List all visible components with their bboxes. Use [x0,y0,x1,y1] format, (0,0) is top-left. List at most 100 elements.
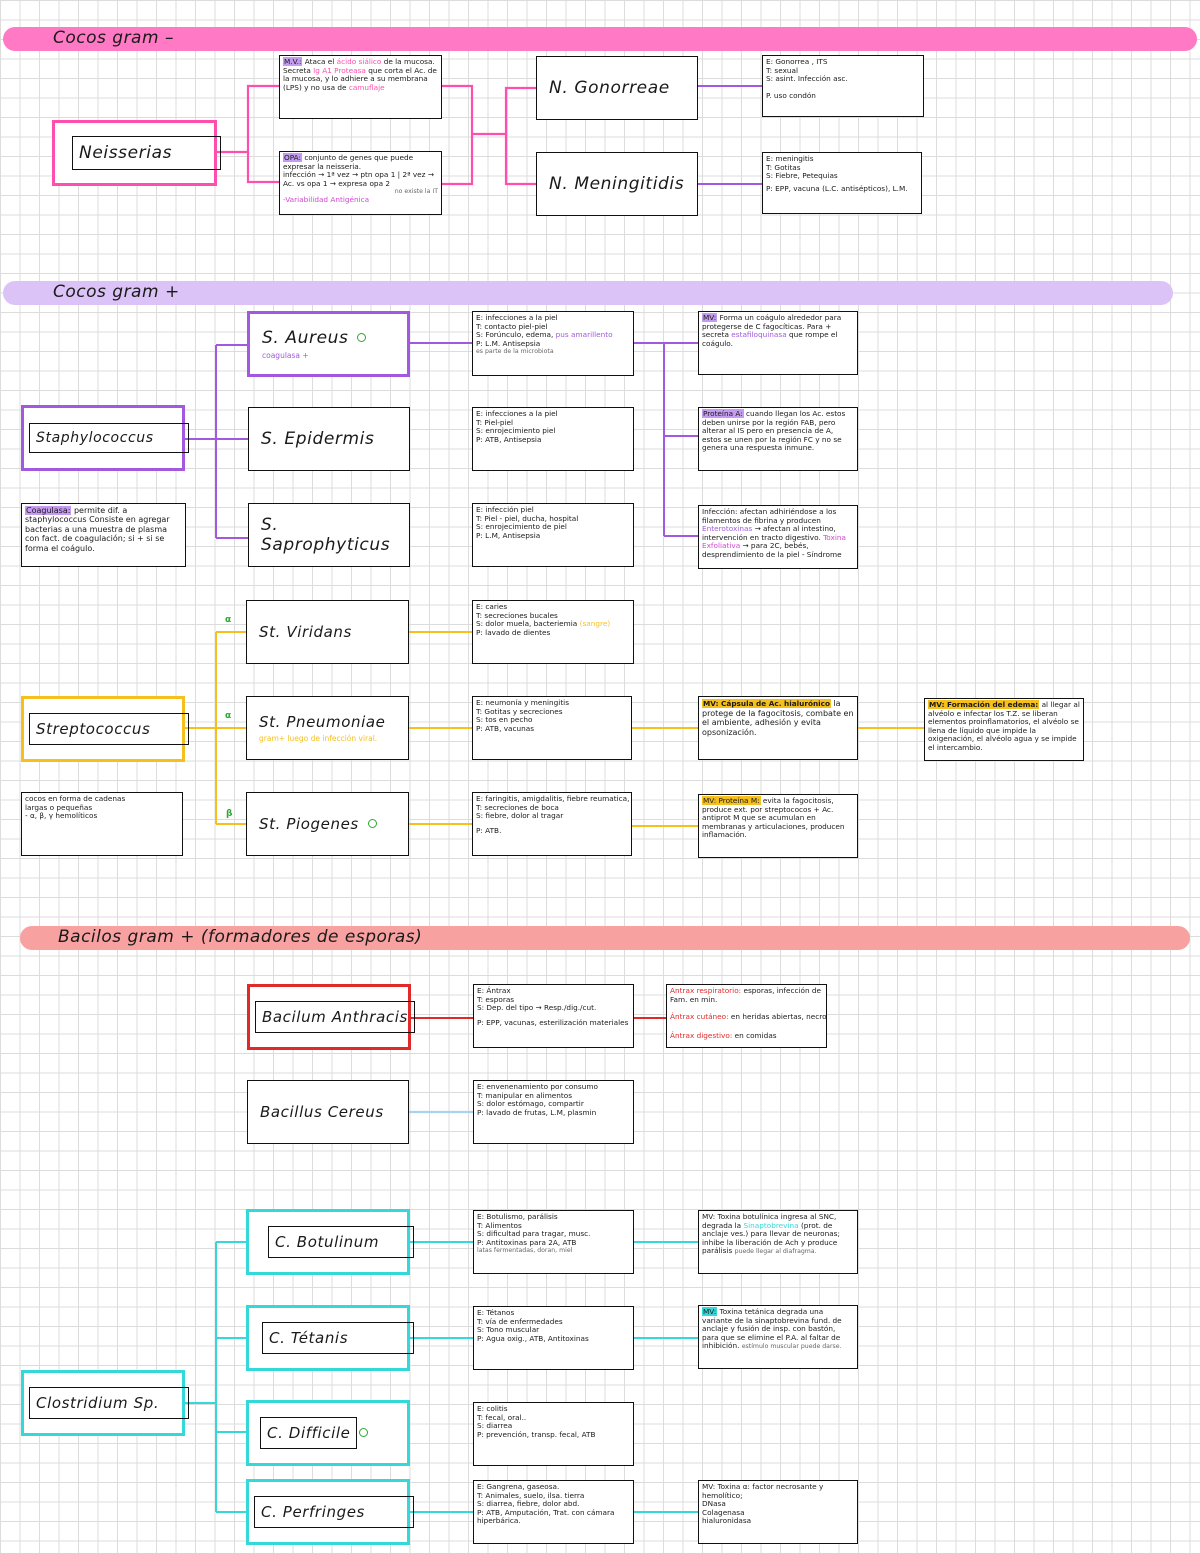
note-text: de la mucosa. Secreta [283,57,435,75]
note-line: T: Piel-piel [476,417,514,427]
note-mv-botulinum: MV: Toxina botulínica ingresa al SNC, de… [698,1210,858,1274]
node-botulinum: C. Botulinum [246,1209,414,1275]
note-text: Toxina botulínica ingresa al SNC, degrad… [702,1212,837,1230]
section-banner-bacilos: Bacilos gram + (formadores de esporas) [20,926,1190,950]
node-label: Streptococcus [29,713,189,745]
note-line: P: lavado de dientes [476,627,551,637]
gram-positive-mark-icon [367,819,377,828]
note-line: T: esporas [477,994,515,1004]
note-opa: OPA: conjunto de genes que puede expresa… [279,151,442,215]
note-line: E: infecciones a la piel [476,313,558,322]
node-label: St. Piogenes [259,815,359,833]
node-staphylococcus: Staphylococcus [21,405,189,471]
node-label: C. Botulinum [268,1226,414,1258]
note-line: E: Tétanos [477,1308,515,1317]
note-text: → para 2C, bebés, desprendimiento de la … [702,541,842,560]
note-line: DNasa [702,1499,726,1509]
note-line: latas fermentadas, doran, miel [477,1247,573,1255]
note-text: Toxina tetánica degrada una variante de … [702,1307,842,1351]
note-highlight: Enterotoxinas [702,524,753,534]
node-meningitidis: N. Meningitidis [536,152,698,216]
node-label: St. Viridans [259,623,352,641]
node-label: Neisserias [72,136,221,170]
note-highlight: Ig A1 Proteasa [313,65,366,75]
note-text: S: Forúnculo, edema, [476,330,554,340]
note-mv-neisseria: M.V.: Ataca el ácido siálico de la mucos… [279,55,442,119]
note-anthrax-types: Antrax respiratorio: esporas, infección … [666,984,827,1048]
link-trunk-gono [472,86,536,136]
section-title: Cocos gram + [53,282,180,302]
note-mv-perfringes: MV: Toxina α: factor necrosante y hemolí… [698,1480,858,1544]
note-text: Ataca el [304,57,335,66]
link-neisserias-opa [246,152,280,184]
note-prefix: MV: Formación del edema: [928,700,1040,709]
note-text: que corta el Ac. de la mucosa, y lo adhi… [283,65,437,92]
note-line: S: enrojecimiento de piel [476,522,567,532]
note-line: T: Alimentos [477,1220,522,1230]
note-saprophyticus: E: infección piel T: Piel - piel, ducha,… [472,503,634,567]
note-prefix: M.V.: [283,57,303,66]
node-viridans: St. Viridans [246,600,409,664]
note-line: S: Tono muscular [477,1325,540,1335]
note-text: S: dolor muela, bacteriemia [476,619,578,629]
note-line: T: manipular en alimentos [477,1090,573,1100]
node-label: S. Aureus [262,328,349,348]
link-clostridium-species [185,1241,248,1513]
note-highlight: Ántrax cutáneo: [670,1012,729,1022]
gram-positive-mark-icon [357,333,367,342]
note-line: P: L.M, Antisepsia [476,530,541,540]
note-line: P: lavado de frutas, L.M, plasmin [477,1107,597,1117]
note-coagulasa: Coagulasa: permite dif. a staphylococcus… [21,503,186,567]
node-label: Bacilum Anthracis [255,1001,415,1033]
note-line: S: Dep. del tipo → Resp./dig./cut. [477,1003,597,1013]
note-line: S: tos en pecho [476,715,533,725]
node-cereus: Bacillus Cereus [247,1080,409,1144]
note-prefix: Coagulasa: [25,506,72,515]
note-line: - α, β, γ hemolíticos [25,811,98,821]
note-text: Infección: afectan adhiriéndose a los fi… [702,507,837,525]
link-aureus-mv [634,342,698,537]
note-text: α: factor necrosante y hemolítico; [702,1482,824,1500]
note-highlight: Antrax respiratorio: [670,986,742,995]
note-prefix: Proteína A: [702,409,744,418]
node-label: Bacillus Cereus [260,1103,384,1121]
note-line: E: Gonorrea , ITS [766,57,828,66]
note-text: estímulo muscular puede darse. [741,1343,842,1351]
node-label-row: C. Difficile [259,1417,407,1449]
note-prefix: MV: [702,1307,718,1316]
note-line: E: infecciones a la piel [476,409,558,418]
note-highlight: -Variabilidad Antigénica [283,194,370,204]
note-line: es parte de la microbiota [476,348,554,356]
node-neisserias: Neisserias [52,120,221,186]
note-line: E: colitis [477,1404,508,1413]
section-banner-cocos-pos: Cocos gram + [3,281,1173,305]
note-line: Ántrax digestivo: en comidas [670,1030,823,1041]
note-line: largas o pequeñas [25,802,93,812]
note-anthrax: E: Ántrax T: esporas S: Dep. del tipo → … [473,984,634,1048]
section-banner-cocos-neg: Cocos gram – [3,27,1197,51]
node-gonorreae: N. Gonorreae [536,56,698,120]
node-streptococcus: Streptococcus [21,696,189,762]
node-label: N. Gonorreae [549,78,670,98]
note-highlight: ácido siálico [336,57,382,66]
node-pneumoniae: St. Pneumoniae gram+ luego de infección … [246,696,409,760]
note-line: E: envenenamiento por consumo [477,1082,598,1091]
note-line: Ántrax cutáneo: en heridas abiertas, nec… [670,1012,826,1022]
note-prefix: MV: [702,1212,716,1221]
note-text: evita la fagocitosis, produce ext. por s… [702,796,845,840]
note-mv-pneumoniae: MV: Cápsula de Ac. hialurónico la proteg… [698,696,858,760]
note-line: P: Antitoxinas para 2A, ATB [477,1237,577,1247]
note-line: E: infección piel [476,505,534,514]
note-aureus: E: infecciones a la piel T: contacto pie… [472,311,634,376]
note-line: S: dolor muela, bacteriemia (sangre) [476,619,630,629]
note-line: E: Ántrax [477,986,511,995]
note-text: Forma un coágulo alrededor para proteger… [702,313,842,340]
note-prefix: OPA: [283,153,302,162]
note-line: S: dolor estómago, compartir [477,1099,584,1109]
note-line: T: secreciones bucales [476,610,558,620]
note-line: P: ATB, Antisepsia [476,434,542,444]
note-mv-tetanis: MV: Toxina tetánica degrada una variante… [698,1305,858,1369]
note-text: en comidas [734,1030,777,1040]
node-label: S. Epidermis [261,429,375,449]
node-perfringes: C. Perfringes [246,1479,414,1545]
